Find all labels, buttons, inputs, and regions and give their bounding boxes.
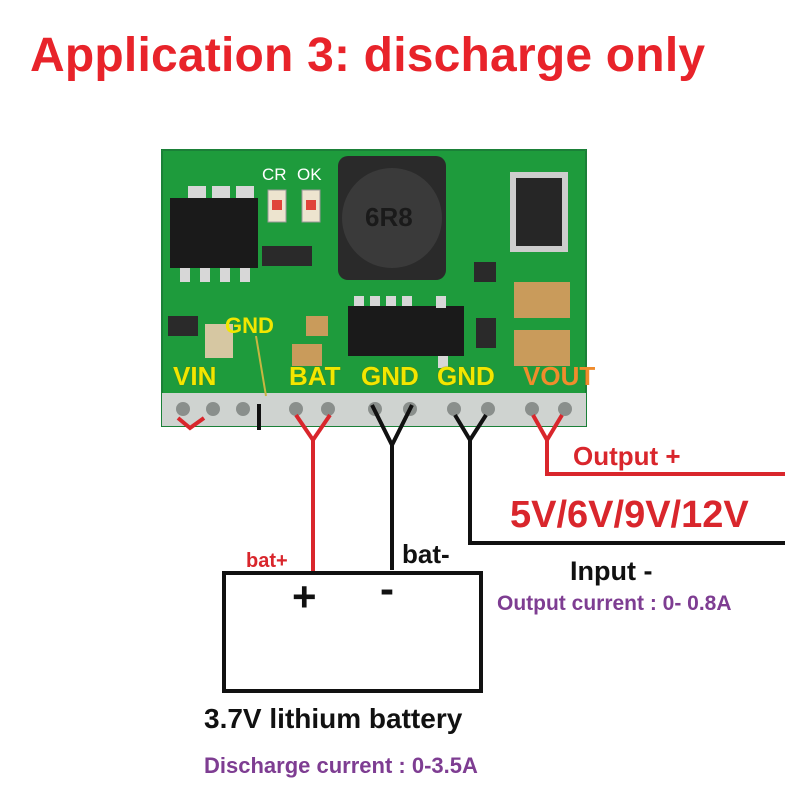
inductor-mark: 6R8 [365, 202, 413, 232]
output-voltage-label: 5V/6V/9V/12V [510, 494, 749, 536]
pin-label-gnd-top: GND [225, 313, 274, 338]
inductor: 6R8 [338, 156, 446, 280]
pin-label-vout: VOUT [523, 361, 596, 391]
output-plus-label: Output + [573, 441, 681, 471]
output-current-label: Output current : 0- 0.8A [497, 592, 732, 615]
pin-label-bat: BAT [289, 361, 341, 391]
output-plus-wire [531, 413, 785, 476]
pcb-board: CR OK 6R8 [161, 149, 587, 427]
bat-negative-wire [370, 404, 414, 570]
bat-minus-wire-label: bat- [402, 539, 450, 569]
diagram-title: Application 3: discharge only [30, 29, 706, 82]
discharge-current-label: Discharge current : 0-3.5A [204, 753, 478, 778]
diode [510, 172, 568, 252]
vin-wire [176, 416, 206, 431]
smd-components [168, 246, 570, 366]
input-minus-wire [453, 413, 785, 545]
battery-plus-sign: + [292, 573, 317, 620]
bat-positive-wire [294, 413, 332, 578]
bat-plus-wire-label: bat+ [246, 550, 288, 572]
pin-label-gnd-1: GND [361, 361, 419, 391]
pin-label-vin: VIN [173, 361, 217, 391]
battery-minus-sign: - [380, 565, 394, 612]
pin-label-gnd-2: GND [437, 361, 495, 391]
chip-middle [348, 296, 464, 368]
gnd-pointer [255, 335, 267, 397]
led-indicators: CR OK [262, 165, 322, 223]
battery-box [222, 571, 483, 693]
ok-mark: OK [297, 165, 322, 184]
chip-left [170, 186, 258, 282]
cr-mark: CR [262, 165, 287, 184]
battery-label: 3.7V lithium battery [204, 703, 463, 734]
input-minus-label: Input - [570, 556, 653, 586]
